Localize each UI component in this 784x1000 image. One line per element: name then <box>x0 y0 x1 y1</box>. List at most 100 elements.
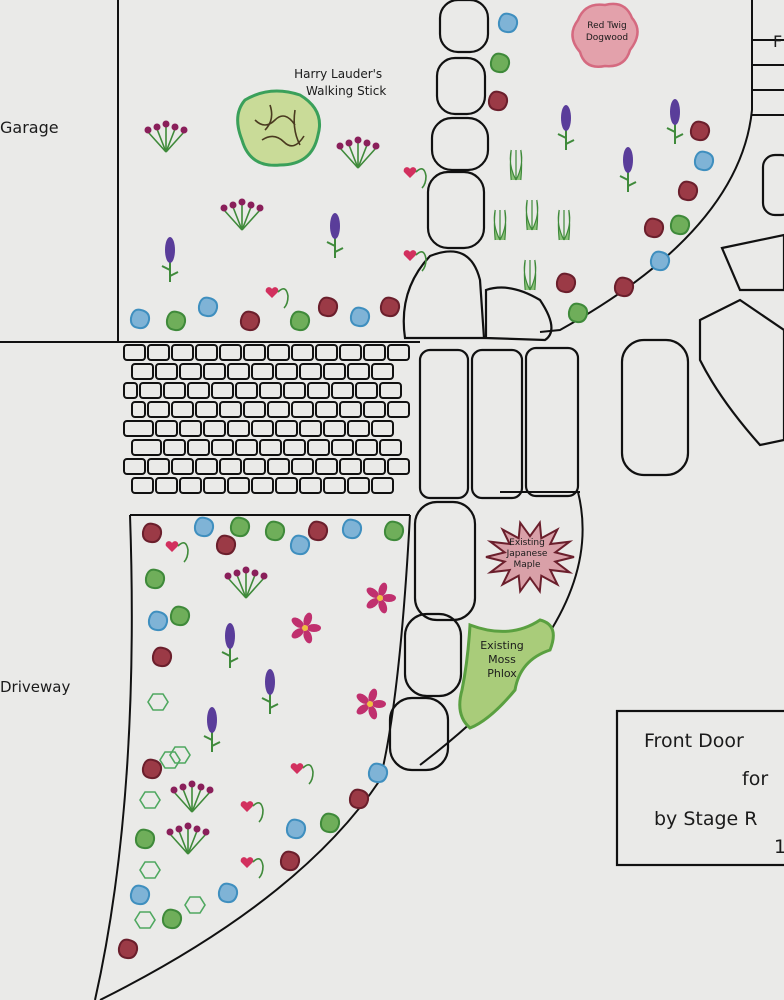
paver-stone <box>219 401 242 418</box>
paver-stone <box>171 401 194 418</box>
groundcover-icon <box>134 911 156 929</box>
allium-icon <box>170 780 214 813</box>
salvia-icon <box>326 213 344 258</box>
house-steps <box>752 39 784 116</box>
garage-label: Garage <box>0 118 59 137</box>
groundcover-icon <box>169 746 191 764</box>
bleeding-heart-icon <box>165 541 189 563</box>
paver-stone <box>315 401 338 418</box>
bleeding-heart-icon <box>290 763 314 785</box>
paver-stone <box>179 420 202 437</box>
label-line: Existing <box>509 538 545 548</box>
paver-stone <box>307 439 330 456</box>
paver-stone <box>371 363 394 380</box>
groundcover-icon <box>184 896 206 914</box>
bleeding-heart-icon <box>240 857 264 879</box>
paver-stone <box>355 382 378 399</box>
paver-stone <box>227 477 250 494</box>
groundcover-icon <box>159 751 181 769</box>
green-groundcover-symbol <box>319 812 341 834</box>
driveway-label: Driveway <box>0 678 71 696</box>
green-groundcover-symbol <box>169 605 191 627</box>
maple-label: Existing Japanese Maple <box>497 538 557 571</box>
allium-icon <box>166 822 210 855</box>
paver-stone <box>123 420 154 437</box>
paver-stone <box>131 477 154 494</box>
lower-bed-left-edge <box>94 514 133 1000</box>
label-line: Maple <box>513 560 541 570</box>
flower-icon <box>366 582 396 614</box>
red-heuchera-symbol <box>317 296 339 318</box>
paver-stone <box>387 458 410 475</box>
paver-stone <box>139 382 162 399</box>
paver-stone <box>171 344 194 361</box>
paver-stone <box>275 420 298 437</box>
paver-stone <box>155 420 178 437</box>
paver-stone <box>211 439 234 456</box>
paver-stone <box>275 477 298 494</box>
green-groundcover-symbol <box>134 828 156 850</box>
paver-stone <box>131 439 162 456</box>
paver-stone <box>283 439 306 456</box>
paver-stone <box>123 382 138 399</box>
paver-stone <box>179 477 202 494</box>
red-heuchera-symbol <box>215 534 237 556</box>
lower-bed-right-edge <box>99 514 411 1000</box>
title-line-2: for <box>742 768 769 790</box>
salvia-icon <box>619 147 637 192</box>
paver-stone <box>387 344 410 361</box>
red-heuchera-symbol <box>555 272 577 294</box>
red-heuchera-symbol <box>643 217 665 239</box>
groundcover-icon <box>139 861 161 879</box>
hosta-icon <box>523 259 537 291</box>
label-line: Moss <box>488 653 516 666</box>
green-groundcover-symbol <box>489 52 511 74</box>
bleeding-heart-icon <box>403 167 427 189</box>
paver-stone <box>195 458 218 475</box>
title-block-frame <box>615 709 784 867</box>
garage-outline <box>0 0 119 343</box>
paver-stone <box>363 344 386 361</box>
red-heuchera-symbol <box>677 180 699 202</box>
paver-stone <box>163 439 186 456</box>
red-heuchera-symbol <box>379 296 401 318</box>
hosta-icon <box>557 209 571 241</box>
label-line: Dogwood <box>585 33 629 43</box>
blue-fescue-symbol <box>649 250 671 272</box>
title-line-1: Front Door <box>644 730 744 752</box>
hosta-icon <box>493 209 507 241</box>
red-heuchera-symbol <box>239 310 261 332</box>
paver-stone <box>371 420 394 437</box>
paver-stone <box>363 458 386 475</box>
paver-stone <box>339 401 362 418</box>
japanese-maple-symbol <box>485 519 575 595</box>
paver-stone <box>243 344 266 361</box>
label-line: Existing <box>480 639 524 652</box>
paver-stone <box>339 458 362 475</box>
blue-fescue-symbol <box>497 12 519 34</box>
paver-stone <box>195 401 218 418</box>
paver-stone <box>387 401 410 418</box>
paver-patio <box>123 344 410 494</box>
paver-stone <box>195 344 218 361</box>
paver-stone <box>123 344 146 361</box>
bleeding-heart-icon <box>403 250 427 272</box>
blue-fescue-symbol <box>341 518 363 540</box>
bleeding-heart-icon <box>240 801 264 823</box>
title-line-3: by Stage R <box>654 808 758 830</box>
paver-stone <box>155 363 178 380</box>
bleeding-heart-icon <box>265 287 289 309</box>
paver-stone <box>363 401 386 418</box>
flower-icon <box>356 688 386 720</box>
green-groundcover-symbol <box>165 310 187 332</box>
walking-stick-shrub-symbol <box>236 89 321 167</box>
red-heuchera-symbol <box>141 522 163 544</box>
paver-stone <box>187 439 210 456</box>
label-line: Harry Lauder's <box>294 67 383 81</box>
paver-stone <box>131 401 146 418</box>
paver-stone <box>147 401 170 418</box>
red-heuchera-symbol <box>307 520 329 542</box>
paver-stone <box>315 344 338 361</box>
